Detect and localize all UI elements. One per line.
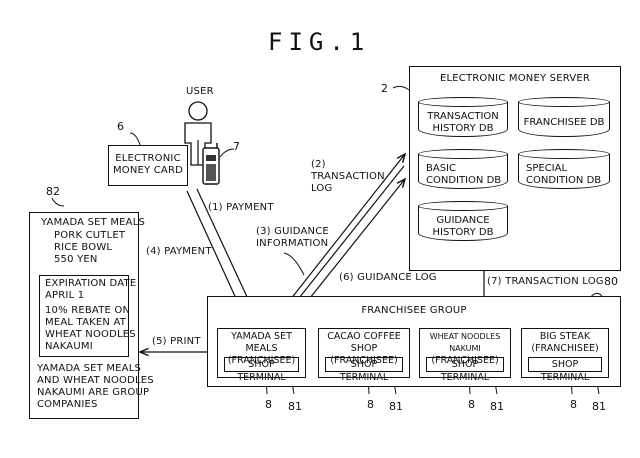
group-title: FRANCHISEE GROUP bbox=[361, 305, 467, 316]
receipt-item-2: RICE BOWL bbox=[54, 242, 113, 253]
shop-terminal-4: SHOP TERMINAL bbox=[528, 357, 602, 383]
mobile-phone-icon bbox=[202, 143, 220, 185]
coupon-line-1: EXPIRATION DATE bbox=[45, 278, 137, 289]
db-label-4b: CONDITION DB bbox=[526, 175, 602, 186]
card-ref: 6 bbox=[117, 120, 124, 133]
db-label-4: SPECIAL bbox=[526, 163, 568, 174]
group-ref: 80 bbox=[604, 275, 618, 288]
electronic-money-card: ELECTRONIC MONEY CARD bbox=[108, 145, 188, 186]
db-label-5: GUIDANCE bbox=[436, 215, 490, 226]
terminal-ref-81-3: 81 bbox=[490, 400, 504, 413]
shop-big-steak: BIG STEAK(FRANCHISEE) SHOP TERMINAL bbox=[521, 328, 609, 383]
coupon-box: EXPIRATION DATE APRIL 1 10% REBATE ON ME… bbox=[39, 275, 136, 357]
card-line-2: MONEY CARD bbox=[112, 165, 184, 176]
db-label-1: TRANSACTION bbox=[427, 111, 499, 122]
shop-name-3: WHEAT NOODLES NAKUMI bbox=[429, 332, 501, 353]
receipt-note-3: NAKAUMI ARE GROUP bbox=[37, 387, 150, 398]
shop-ref-8-1: 8 bbox=[265, 398, 272, 411]
db-label-3: BASIC bbox=[426, 163, 456, 174]
db-label-1b: HISTORY DB bbox=[432, 123, 494, 134]
server-ref: 2 bbox=[381, 82, 388, 95]
shop-terminal-2: SHOP TERMINAL bbox=[325, 357, 403, 383]
coupon-line-2: APRIL 1 bbox=[45, 290, 85, 301]
flow-guidance-info-3a: (3) GUIDANCE bbox=[256, 226, 329, 237]
terminal-ref-81-2: 81 bbox=[389, 400, 403, 413]
phone-ref: 7 bbox=[233, 140, 240, 153]
receipt-note-2: AND WHEAT NOODLES bbox=[37, 375, 154, 386]
franchisee-db: FRANCHISEE DB bbox=[518, 97, 610, 137]
flow-payment-1: (1) PAYMENT bbox=[208, 202, 274, 213]
shop-role-1: (FRANCHISEE) bbox=[227, 355, 296, 366]
shop-role-3: (FRANCHISEE) bbox=[431, 355, 499, 366]
receipt-note-4: COMPANIES bbox=[37, 399, 98, 410]
shop-cacao-coffee: CACAO COFFEE SHOP(FRANCHISEE) SHOP TERMI… bbox=[318, 328, 410, 383]
shop-wheat-noodles-nakumi: WHEAT NOODLES NAKUMI (FRANCHISEE) SHOP TE… bbox=[419, 328, 511, 383]
flow-transaction-log-2c: LOG bbox=[311, 183, 333, 194]
shop-name-1: YAMADA SET MEALS bbox=[231, 331, 292, 354]
coupon-line-4: MEAL TAKEN AT bbox=[45, 317, 127, 328]
flow-transaction-log-2b: TRANSACTION bbox=[311, 171, 385, 182]
leader-ref-2 bbox=[392, 85, 410, 91]
receipt-shop: YAMADA SET MEALS bbox=[41, 217, 146, 228]
shop-terminal-3: SHOP TERMINAL bbox=[426, 357, 504, 383]
flow-transaction-log-2a: (2) bbox=[311, 159, 326, 170]
coupon-line-6: NAKAUMI bbox=[45, 341, 93, 352]
leader-ref-6 bbox=[129, 132, 141, 146]
shop-name-4: BIG STEAK bbox=[539, 331, 591, 342]
db-label-3b: CONDITION DB bbox=[426, 175, 502, 186]
card-line-1: ELECTRONIC bbox=[115, 153, 181, 164]
shop-ref-8-4: 8 bbox=[570, 398, 577, 411]
flow-print-5: (5) PRINT bbox=[152, 336, 201, 347]
shop-ref-8-3: 8 bbox=[468, 398, 475, 411]
terminal-ref-81-4: 81 bbox=[592, 400, 606, 413]
terminal-ref-81-1: 81 bbox=[288, 400, 302, 413]
coupon-line-3: 10% REBATE ON bbox=[45, 305, 131, 316]
receipt-ref: 82 bbox=[46, 185, 60, 198]
figure-title: FIG.1 bbox=[268, 28, 371, 56]
leader-guidance-info bbox=[283, 252, 305, 276]
user-label: USER bbox=[186, 86, 214, 97]
receipt-note-1: YAMADA SET MEALS bbox=[37, 363, 142, 374]
leader-ref-7 bbox=[219, 148, 235, 158]
db-label-5b: HISTORY DB bbox=[432, 227, 494, 238]
flow-guidance-log-6: (6) GUIDANCE LOG bbox=[339, 272, 437, 283]
server-title: ELECTRONIC MONEY SERVER bbox=[439, 73, 591, 84]
flow-transaction-log-7: (7) TRANSACTION LOG bbox=[487, 276, 604, 287]
franchisee-group: FRANCHISEE GROUP YAMADA SET MEALS(FRANCH… bbox=[207, 296, 621, 387]
shop-role-2: (FRANCHISEE) bbox=[330, 355, 398, 366]
shop-yamada-set-meals: YAMADA SET MEALS(FRANCHISEE) SHOP TERMIN… bbox=[217, 328, 306, 383]
receipt-item-1: PORK CUTLET bbox=[54, 230, 126, 241]
db-label-2: FRANCHISEE DB bbox=[523, 117, 605, 128]
shop-role-4: (FRANCHISEE) bbox=[531, 343, 599, 354]
flow-guidance-info-3b: INFORMATION bbox=[256, 238, 329, 249]
coupon-line-5: WHEAT NOODLES bbox=[45, 329, 136, 340]
flow-payment-4: (4) PAYMENT bbox=[146, 246, 212, 257]
shop-name-2: CACAO COFFEE SHOP bbox=[327, 331, 401, 354]
printed-receipt: YAMADA SET MEALS PORK CUTLET RICE BOWL 5… bbox=[29, 212, 154, 419]
leader-ref-82 bbox=[51, 197, 65, 207]
shop-ref-8-2: 8 bbox=[367, 398, 374, 411]
receipt-item-3: 550 YEN bbox=[54, 254, 98, 265]
shop-terminal-1: SHOP TERMINAL bbox=[224, 357, 299, 383]
